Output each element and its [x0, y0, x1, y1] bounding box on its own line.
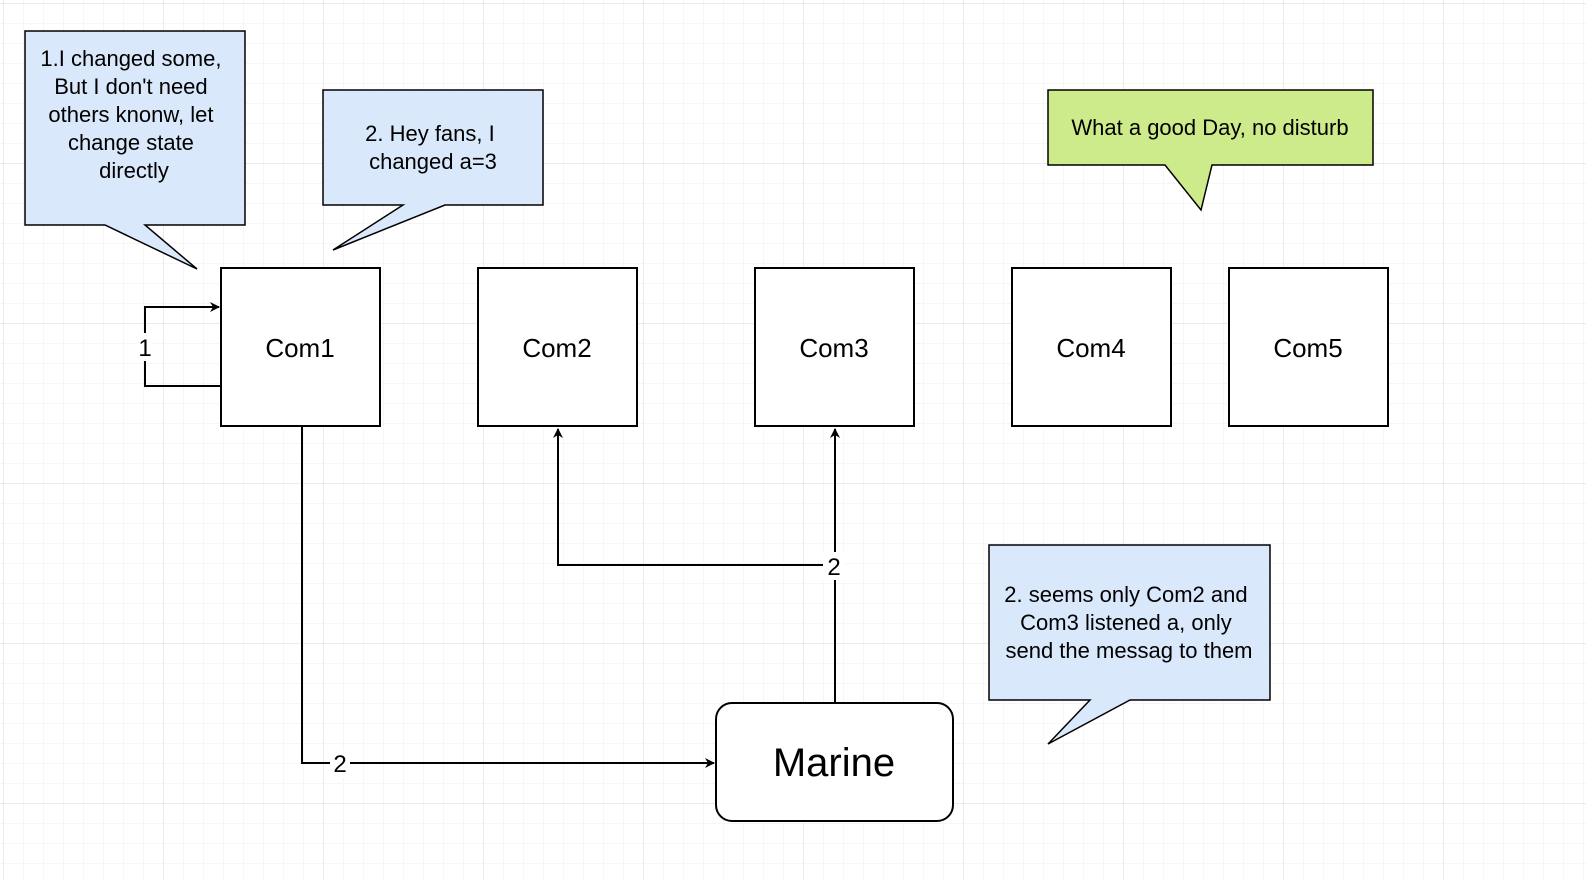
node-box — [1011, 267, 1172, 427]
node-label-com4: Com4 — [1056, 333, 1125, 363]
callout-shape — [322, 89, 544, 251]
callout-text: What a good Day, no disturb — [1071, 115, 1348, 140]
node-com2[interactable]: Com2 — [477, 267, 638, 427]
edge-line — [301, 427, 715, 768]
node-com3[interactable]: Com3 — [754, 267, 915, 427]
callout-line: changed a=3 — [369, 149, 497, 174]
node-box — [715, 702, 954, 822]
callout-text: 2. seems only Com2 and Com3 listened a, … — [1004, 582, 1253, 663]
edge-label-background — [137, 333, 153, 361]
edge-marine-to-com2[interactable]: 2 — [553, 428, 845, 581]
callout-line: What a good Day, no disturb — [1071, 115, 1348, 140]
edge-label-background — [330, 750, 350, 778]
edge-label-marine-to-coms: 2 — [827, 554, 840, 581]
callout-shape — [1047, 89, 1374, 212]
callout-line: others knonw, let — [48, 102, 213, 127]
edge-com1-self-loop[interactable]: 1 — [137, 302, 221, 387]
callout-com1-self-change[interactable]: 1.I changed some, But I don't need other… — [24, 30, 246, 270]
callout-line: Com3 listened a, only — [1020, 610, 1232, 635]
callout-com4-5-no-disturb[interactable]: What a good Day, no disturb — [1047, 89, 1374, 212]
node-com1[interactable]: Com1 — [220, 267, 381, 427]
node-label-com3: Com3 — [799, 333, 868, 363]
callout-shape — [24, 30, 246, 270]
callout-line: 2. Hey fans, I — [365, 121, 495, 146]
node-box — [754, 267, 915, 427]
node-com4[interactable]: Com4 — [1011, 267, 1172, 427]
edge-label-background — [823, 552, 845, 580]
edge-com1-to-marine[interactable]: 2 — [301, 427, 715, 778]
callout-line: change state — [68, 130, 194, 155]
callout-text: 1.I changed some, But I don't need other… — [40, 46, 227, 183]
node-label-com2: Com2 — [522, 333, 591, 363]
callout-line: directly — [99, 158, 169, 183]
callout-line: 1.I changed some, — [40, 46, 221, 71]
edge-line — [144, 302, 221, 387]
node-com5[interactable]: Com5 — [1228, 267, 1389, 427]
callout-line: send the messag to them — [1005, 638, 1252, 663]
callout-text: 2. Hey fans, I changed a=3 — [365, 121, 501, 174]
edge-label-self-loop: 1 — [138, 335, 151, 362]
edge-label-com1-to-marine: 2 — [333, 751, 346, 778]
node-marine[interactable]: Marine — [715, 702, 954, 822]
callout-com1-fans[interactable]: 2. Hey fans, I changed a=3 — [322, 89, 544, 251]
node-box — [220, 267, 381, 427]
callout-marine-listeners[interactable]: 2. seems only Com2 and Com3 listened a, … — [988, 544, 1271, 745]
callout-line: 2. seems only Com2 and — [1004, 582, 1247, 607]
callout-shape — [988, 544, 1271, 745]
node-label-com5: Com5 — [1273, 333, 1342, 363]
callout-line: But I don't need — [54, 74, 207, 99]
node-label-marine: Marine — [773, 741, 895, 785]
node-box — [1228, 267, 1389, 427]
node-box — [477, 267, 638, 427]
edge-line — [553, 428, 835, 566]
node-label-com1: Com1 — [265, 333, 334, 363]
